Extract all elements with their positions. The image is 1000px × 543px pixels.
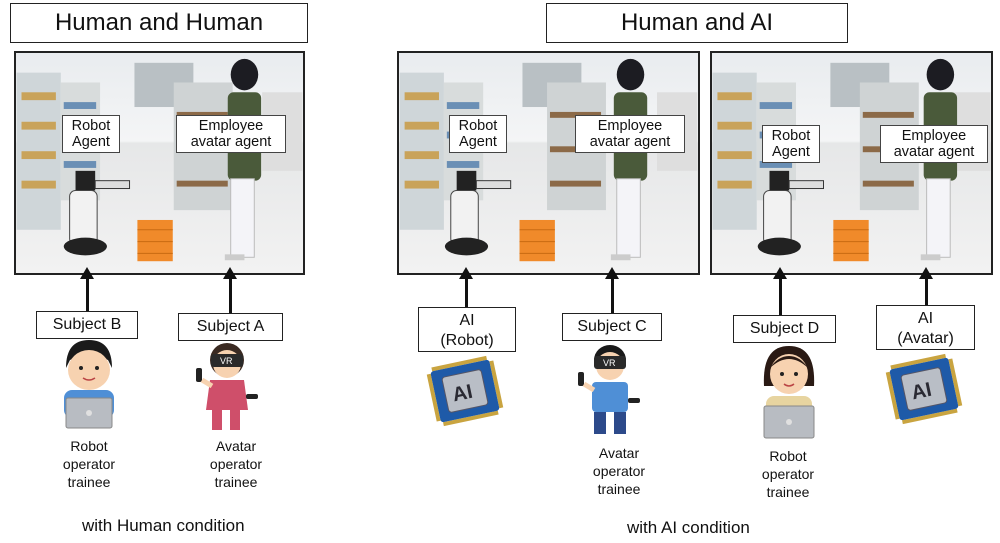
ai-robot-box: AI (Robot) — [418, 307, 516, 352]
robot-agent-label: Robot Agent — [62, 115, 120, 153]
caption-line: trainee — [766, 484, 810, 500]
arrow-subject-c-to-avatar — [605, 267, 619, 313]
robot-agent-line2: Agent — [459, 134, 497, 150]
caption-avatar-operator-trainee-a: Avatar operator trainee — [197, 437, 275, 491]
employee-label-line2: avatar agent — [893, 144, 975, 160]
caption-line: operator — [761, 466, 815, 482]
caption-line: trainee — [214, 474, 258, 490]
ai-avatar-box: AI (Avatar) — [876, 305, 975, 350]
subject-c-box: Subject C — [562, 313, 662, 341]
employee-label-line1: Employee — [198, 118, 264, 134]
employee-label-line2: avatar agent — [589, 134, 671, 150]
scene-ai-condition-subject-d: Robot Agent Employee avatar agent — [710, 51, 993, 275]
employee-avatar-agent-label: Employee avatar agent — [880, 125, 988, 163]
vr-operator-girl-figure: VR — [196, 343, 258, 430]
employee-avatar-agent-label: Employee avatar agent — [176, 115, 286, 153]
ai-avatar-line1: AI — [917, 310, 934, 327]
laptop-operator-boy-figure — [64, 340, 114, 429]
caption-robot-operator-trainee-b: Robot operator trainee — [52, 437, 126, 491]
ai-robot-line1: AI — [459, 312, 475, 329]
caption-line: trainee — [597, 481, 641, 497]
scene-ai-condition-subject-c: Robot Agent Employee avatar agent — [397, 51, 700, 275]
ai-chip-icon: AI — [426, 355, 504, 427]
arrow-ai-to-avatar — [919, 267, 933, 305]
scene-human-condition: Robot Agent Employee avatar agent — [14, 51, 305, 275]
caption-line: trainee — [67, 474, 111, 490]
caption-avatar-operator-trainee-c: Avatar operator trainee — [580, 444, 658, 498]
vr-operator-boy-figure: VR — [578, 345, 640, 434]
robot-agent-label: Robot Agent — [449, 115, 507, 153]
arrow-subject-d-to-robot — [773, 267, 787, 315]
robot-agent-label: Robot Agent — [762, 125, 820, 163]
employee-label-line1: Employee — [597, 118, 663, 134]
caption-line: operator — [209, 456, 263, 472]
condition-label-ai: with AI condition — [627, 518, 750, 537]
ai-chip-icon: AI — [885, 353, 963, 425]
subject-d-box: Subject D — [733, 315, 836, 343]
employee-avatar-agent-label: Employee avatar agent — [575, 115, 685, 153]
ai-robot-line2: (Robot) — [440, 332, 494, 349]
header-human-and-ai: Human and AI — [546, 3, 848, 43]
ai-chip-label: AI — [450, 381, 474, 407]
robot-agent-line2: Agent — [772, 144, 810, 160]
caption-line: Avatar — [598, 445, 640, 461]
condition-label-human: with Human condition — [82, 516, 245, 535]
employee-label-line2: avatar agent — [190, 134, 272, 150]
caption-line: Robot — [70, 438, 108, 454]
caption-line: Robot — [769, 448, 807, 464]
ai-avatar-line2: (Avatar) — [897, 330, 954, 347]
caption-line: operator — [592, 463, 646, 479]
arrow-ai-to-robot — [459, 267, 473, 307]
ai-chip-label: AI — [909, 379, 933, 405]
caption-line: Avatar — [215, 438, 257, 454]
header-human-and-human: Human and Human — [10, 3, 308, 43]
vr-headset-label: VR — [603, 358, 616, 368]
robot-agent-line1: Robot — [771, 128, 811, 144]
caption-robot-operator-trainee-d: Robot operator trainee — [751, 447, 825, 501]
store-scene-image — [399, 58, 698, 262]
store-scene-image — [712, 58, 991, 262]
vr-headset-label: VR — [220, 356, 233, 366]
caption-line: operator — [62, 456, 116, 472]
robot-agent-line1: Robot — [71, 118, 111, 134]
robot-agent-line1: Robot — [458, 118, 498, 134]
store-scene-image — [16, 58, 303, 262]
subject-a-box: Subject A — [178, 313, 283, 341]
employee-label-line1: Employee — [901, 128, 967, 144]
arrow-subject-b-to-robot — [80, 267, 94, 311]
robot-agent-line2: Agent — [72, 134, 110, 150]
laptop-operator-girl-figure — [763, 346, 815, 439]
arrow-subject-a-to-avatar — [223, 267, 237, 313]
subject-b-box: Subject B — [36, 311, 138, 339]
